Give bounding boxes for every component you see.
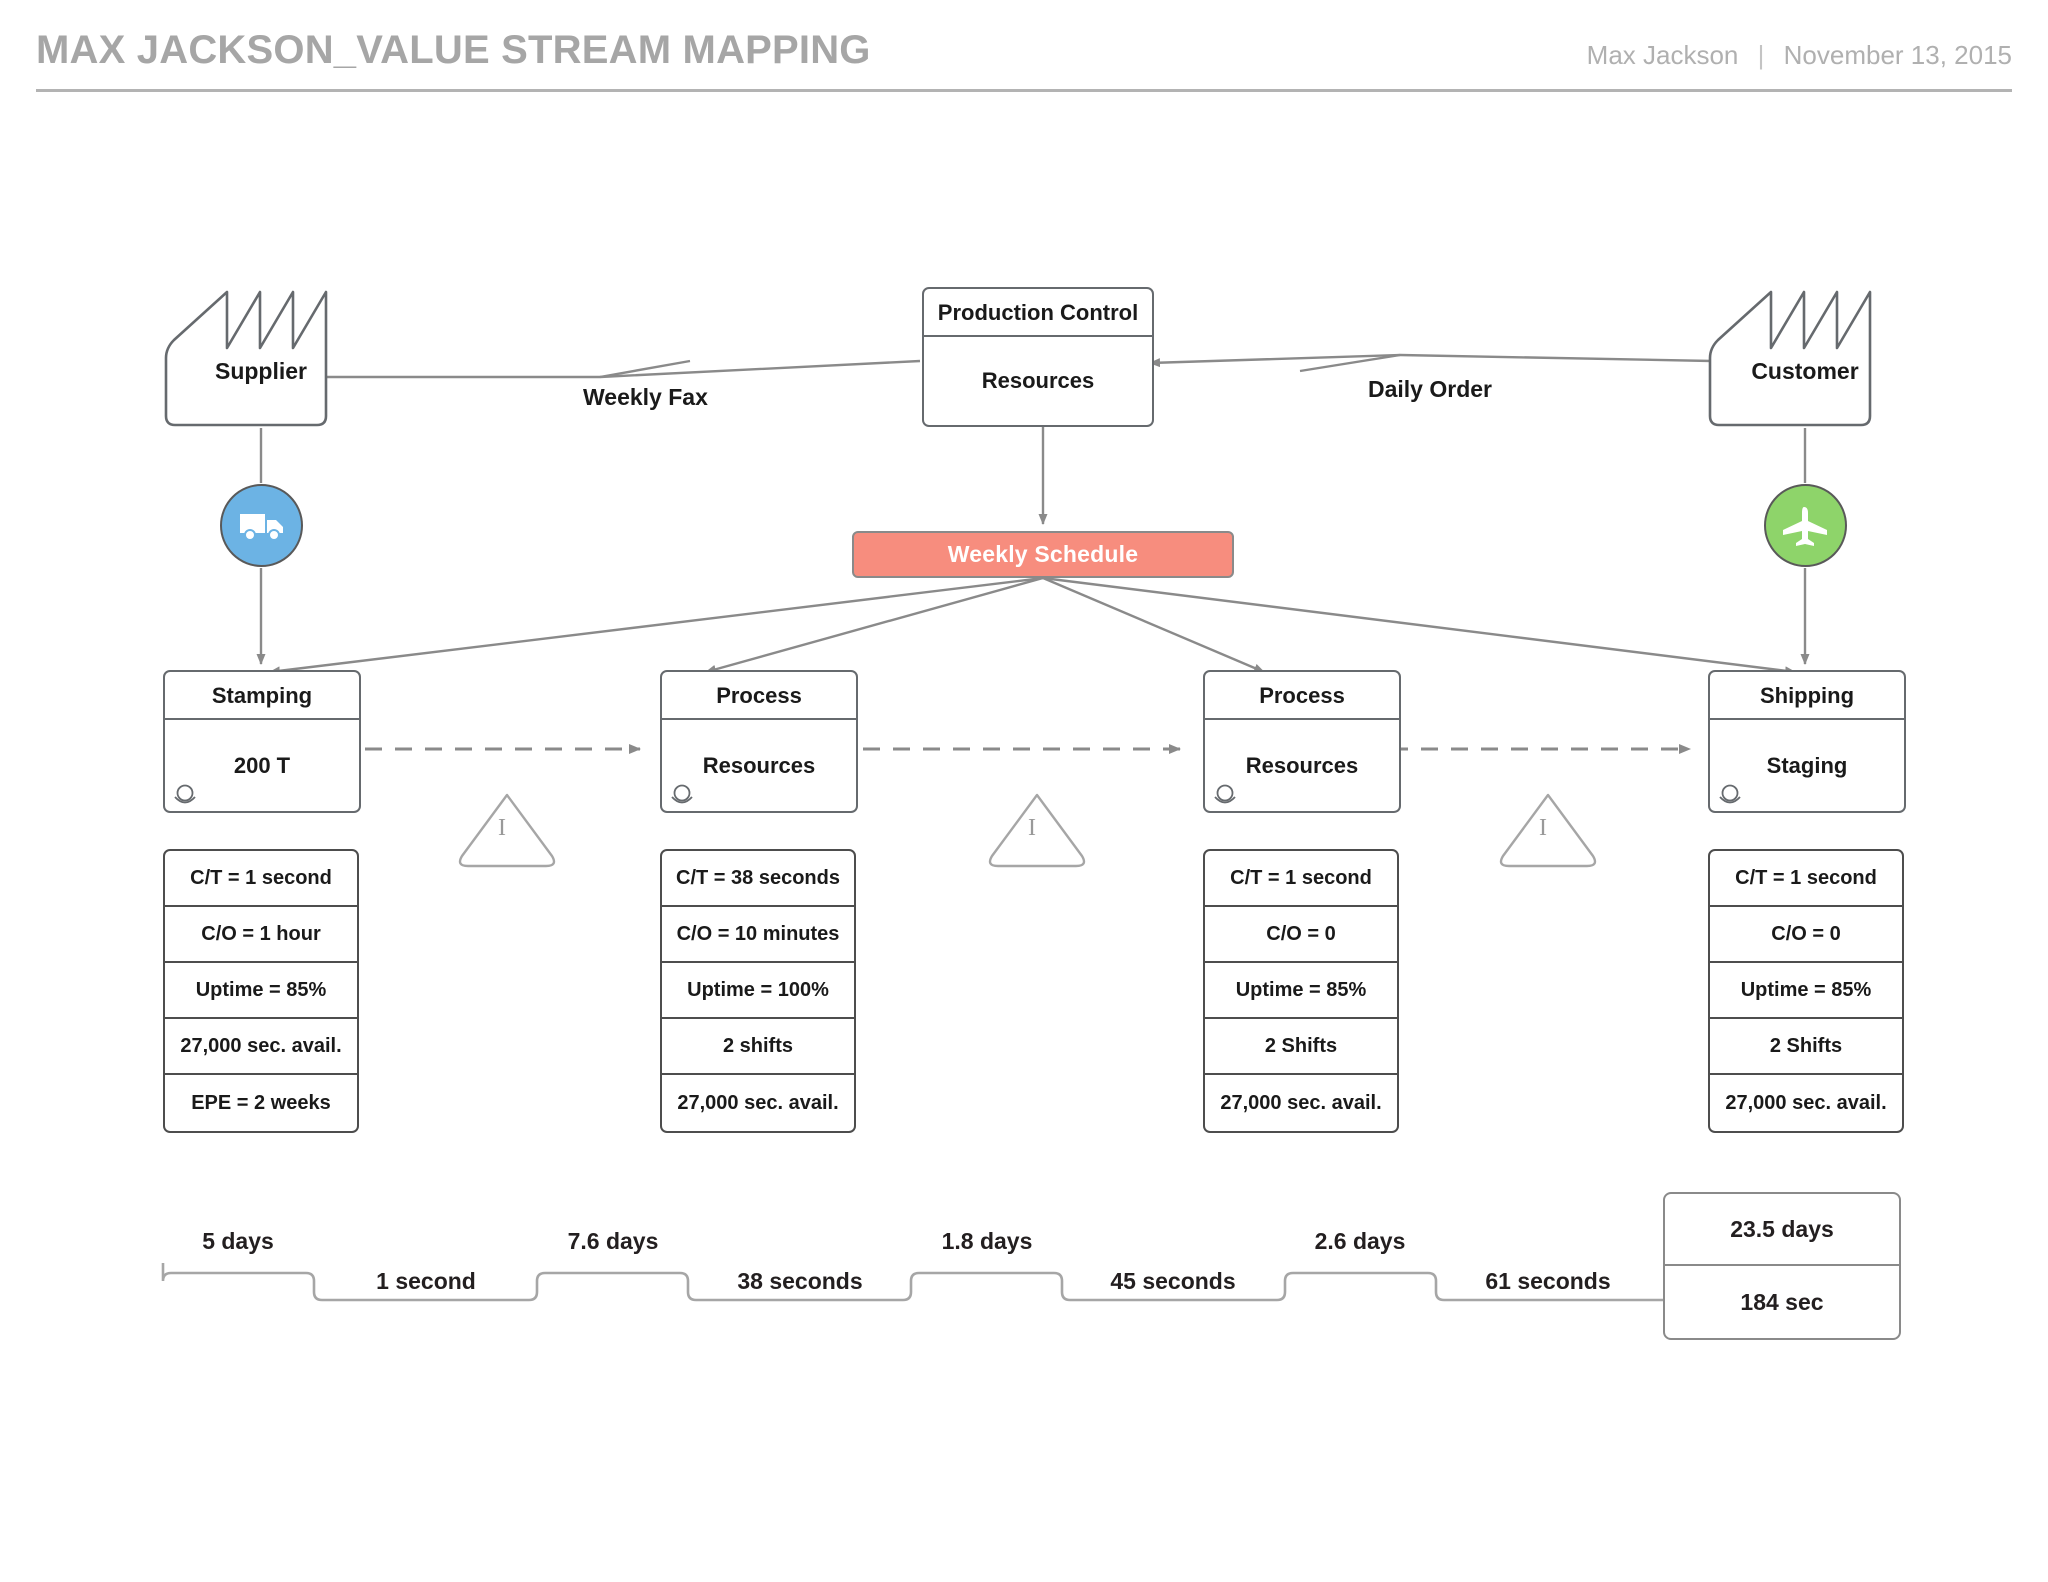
factory-icon: [164, 290, 328, 427]
page-title: MAX JACKSON_VALUE STREAM MAPPING: [36, 28, 871, 72]
process-body: 200 T: [165, 720, 359, 811]
process-title: Shipping: [1710, 672, 1904, 720]
process-title: Process: [1205, 672, 1399, 720]
data-row: C/O = 1 hour: [165, 907, 357, 963]
process-body: Resources: [662, 720, 856, 811]
total-lead-time: 23.5 days: [1665, 1194, 1899, 1266]
customer-label: Customer: [1751, 358, 1859, 384]
data-box-stamping: C/T = 1 second C/O = 1 hour Uptime = 85%…: [163, 849, 359, 1133]
process-time-label-3: 45 seconds: [1110, 1268, 1236, 1294]
data-row: 2 Shifts: [1710, 1019, 1902, 1075]
inventory-triangle-1: [458, 793, 556, 868]
process-body-text: Staging: [1766, 752, 1848, 778]
document-date: November 13, 2015: [1783, 40, 2012, 70]
data-box-process-1: C/T = 38 seconds C/O = 10 minutes Uptime…: [660, 849, 856, 1133]
process-time-label-4: 61 seconds: [1485, 1268, 1611, 1294]
header-meta: Max Jackson | November 13, 2015: [1587, 40, 2012, 71]
airplane-icon: [1782, 506, 1827, 546]
data-row: EPE = 2 weeks: [191, 1091, 331, 1114]
data-row: C/O = 0: [1205, 907, 1397, 963]
meta-separator: |: [1757, 40, 1765, 70]
lead-time-label-2: 7.6 days: [567, 1228, 659, 1254]
customer-node[interactable]: Customer: [1707, 276, 1903, 428]
process-time-label-2: 38 seconds: [737, 1268, 863, 1294]
page-header: MAX JACKSON_VALUE STREAM MAPPING Max Jac…: [36, 26, 2012, 92]
data-row: 27,000 sec. avail.: [165, 1019, 357, 1075]
weekly-fax-label: Weekly Fax: [583, 384, 708, 410]
inbound-shipment-badge[interactable]: [220, 484, 303, 567]
data-row: C/T = 38 seconds: [662, 851, 854, 907]
factory-icon: [1708, 290, 1872, 427]
process-node-1[interactable]: Process Resources: [660, 670, 858, 813]
process-node-shipping[interactable]: Shipping Staging: [1708, 670, 1906, 813]
data-box-shipping: C/T = 1 second C/O = 0 Uptime = 85% 2 Sh…: [1708, 849, 1904, 1133]
totals-box: 23.5 days 184 sec: [1663, 1192, 1901, 1340]
process-node-stamping[interactable]: Stamping 200 T: [163, 670, 361, 813]
production-control-body: Resources: [981, 368, 1095, 393]
production-control-title: Production Control: [924, 289, 1152, 337]
outbound-shipment-badge[interactable]: [1764, 484, 1847, 567]
process-title: Stamping: [165, 672, 359, 720]
weekly-schedule-banner[interactable]: Weekly Schedule: [852, 531, 1234, 578]
weekly-fax-arrow: [267, 359, 921, 382]
daily-order-arrow: [1149, 353, 1713, 373]
schedule-to-shipping-arrow: [1042, 576, 1796, 676]
lead-time-label-1: 5 days: [202, 1228, 274, 1254]
inventory-label-2: I: [1028, 815, 1036, 841]
lead-time-label-4: 2.6 days: [1314, 1228, 1406, 1254]
data-row: 27,000 sec. avail.: [1725, 1091, 1887, 1114]
weekly-schedule-label: Weekly Schedule: [947, 541, 1139, 567]
operator-icon: [1214, 784, 1236, 804]
schedule-to-process1-arrow: [705, 576, 1044, 674]
process-body-text: 200 T: [233, 752, 291, 778]
data-row: 2 shifts: [662, 1019, 854, 1075]
truck-icon: [239, 513, 283, 541]
data-row: C/T = 1 second: [165, 851, 357, 907]
schedule-to-process2-arrow: [1042, 576, 1265, 674]
data-row: Uptime = 100%: [662, 963, 854, 1019]
process-body: Staging: [1710, 720, 1904, 811]
operator-icon: [671, 784, 693, 804]
process-node-2[interactable]: Process Resources: [1203, 670, 1401, 813]
data-box-process-2: C/T = 1 second C/O = 0 Uptime = 85% 2 Sh…: [1203, 849, 1399, 1133]
process-body-text: Resources: [702, 752, 816, 778]
supplier-label: Supplier: [214, 358, 307, 384]
data-row: 2 Shifts: [1205, 1019, 1397, 1075]
process-body-text: Resources: [1245, 752, 1359, 778]
process-title: Process: [662, 672, 856, 720]
operator-icon: [1719, 784, 1741, 804]
data-row: Uptime = 85%: [1710, 963, 1902, 1019]
data-row: C/T = 1 second: [1205, 851, 1397, 907]
process-body: Resources: [1205, 720, 1399, 811]
data-row: 27,000 sec. avail.: [1220, 1091, 1382, 1114]
data-row: C/O = 0: [1710, 907, 1902, 963]
inventory-label-1: I: [498, 815, 506, 841]
daily-order-label: Daily Order: [1368, 376, 1492, 402]
lead-time-label-3: 1.8 days: [941, 1228, 1033, 1254]
supplier-node[interactable]: Supplier: [163, 276, 359, 428]
schedule-to-stamping-arrow: [269, 576, 1044, 676]
production-control-node[interactable]: Production Control Resources: [922, 287, 1154, 427]
process-time-label-1: 1 second: [376, 1268, 476, 1294]
operator-icon: [174, 784, 196, 804]
data-row: Uptime = 85%: [165, 963, 357, 1019]
author-name: Max Jackson: [1586, 40, 1739, 70]
inventory-triangle-2: [988, 793, 1086, 868]
data-row: Uptime = 85%: [1205, 963, 1397, 1019]
data-row: C/O = 10 minutes: [662, 907, 854, 963]
total-process-time: 184 sec: [1740, 1288, 1824, 1315]
data-row: C/T = 1 second: [1710, 851, 1902, 907]
inventory-triangle-3: [1499, 793, 1597, 868]
data-row: 27,000 sec. avail.: [677, 1091, 839, 1114]
inventory-label-3: I: [1539, 815, 1547, 841]
